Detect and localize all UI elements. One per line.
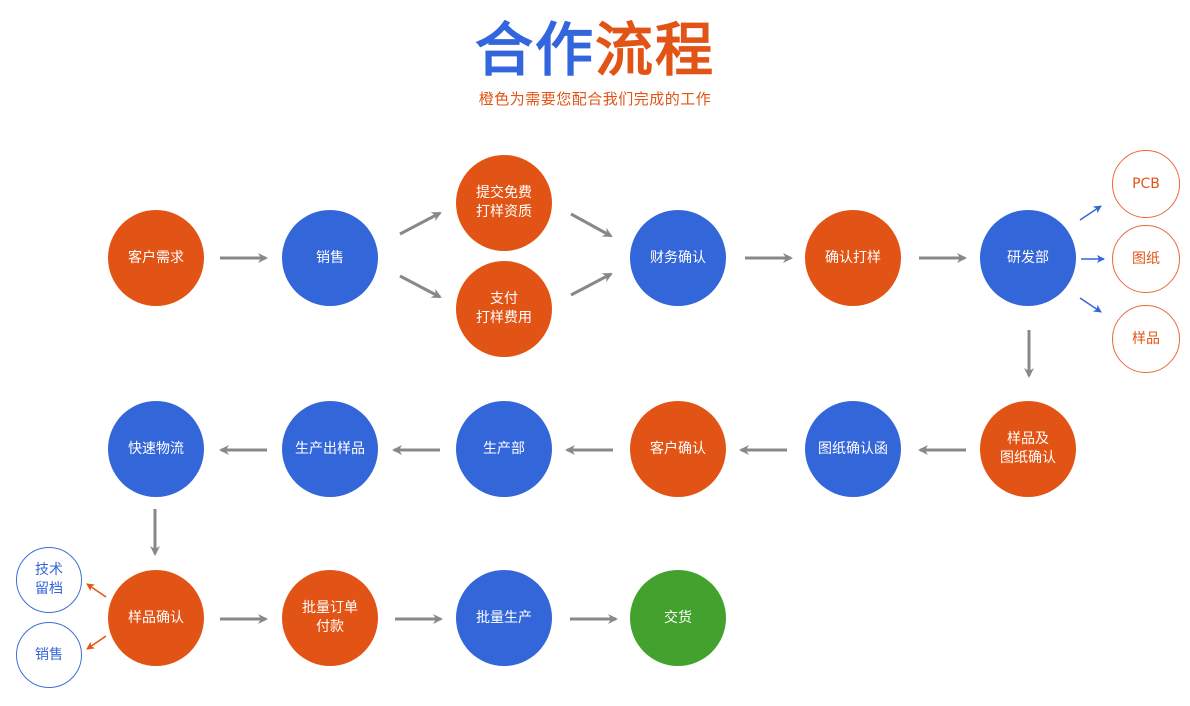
arrow-sales-to-payment	[399, 274, 442, 299]
node-submit-qualification: 提交免费 打样资质	[456, 155, 552, 251]
node-confirm-sample: 确认打样	[805, 210, 901, 306]
arrow-sales-to-qualification	[399, 211, 442, 236]
page-title: 合作流程	[0, 14, 1190, 86]
node-mass-production: 批量生产	[456, 570, 552, 666]
node-finance-confirm: 财务确认	[630, 210, 726, 306]
node-rnd-dept: 研发部	[980, 210, 1076, 306]
arrow-confirm-to-archive	[86, 583, 107, 598]
arrow-qualification-to-finance	[570, 212, 613, 238]
node-produce-sample: 生产出样品	[282, 401, 378, 497]
title-part-orange: 流程	[595, 16, 716, 84]
node-bulk-order-payment: 批量订单 付款	[282, 570, 378, 666]
node-delivery: 交货	[630, 570, 726, 666]
node-sales: 销售	[282, 210, 378, 306]
node-sample-drawing-confirm: 样品及 图纸确认	[980, 401, 1076, 497]
arrow-rnd-to-sample	[1079, 297, 1102, 313]
subtitle-legend: 橙色为需要您配合我们完成的工作	[478, 90, 712, 108]
node-sales-2: 销售	[16, 622, 82, 688]
title-part-blue: 合作	[474, 16, 595, 84]
node-pay-sample-fee: 支付 打样费用	[456, 261, 552, 357]
node-customer-request: 客户需求	[108, 210, 204, 306]
node-tech-archive: 技术 留档	[16, 547, 82, 613]
node-sample: 样品	[1112, 305, 1180, 373]
node-drawing-confirm-letter: 图纸确认函	[805, 401, 901, 497]
arrow-rnd-to-pcb	[1079, 205, 1102, 221]
arrow-confirm-to-sales	[86, 635, 107, 650]
node-production-dept: 生产部	[456, 401, 552, 497]
node-pcb: PCB	[1112, 150, 1180, 218]
node-customer-confirm: 客户确认	[630, 401, 726, 497]
node-sample-confirm: 样品确认	[108, 570, 204, 666]
node-express-logistics: 快速物流	[108, 401, 204, 497]
arrow-payment-to-finance	[570, 272, 613, 297]
node-drawing: 图纸	[1112, 225, 1180, 293]
